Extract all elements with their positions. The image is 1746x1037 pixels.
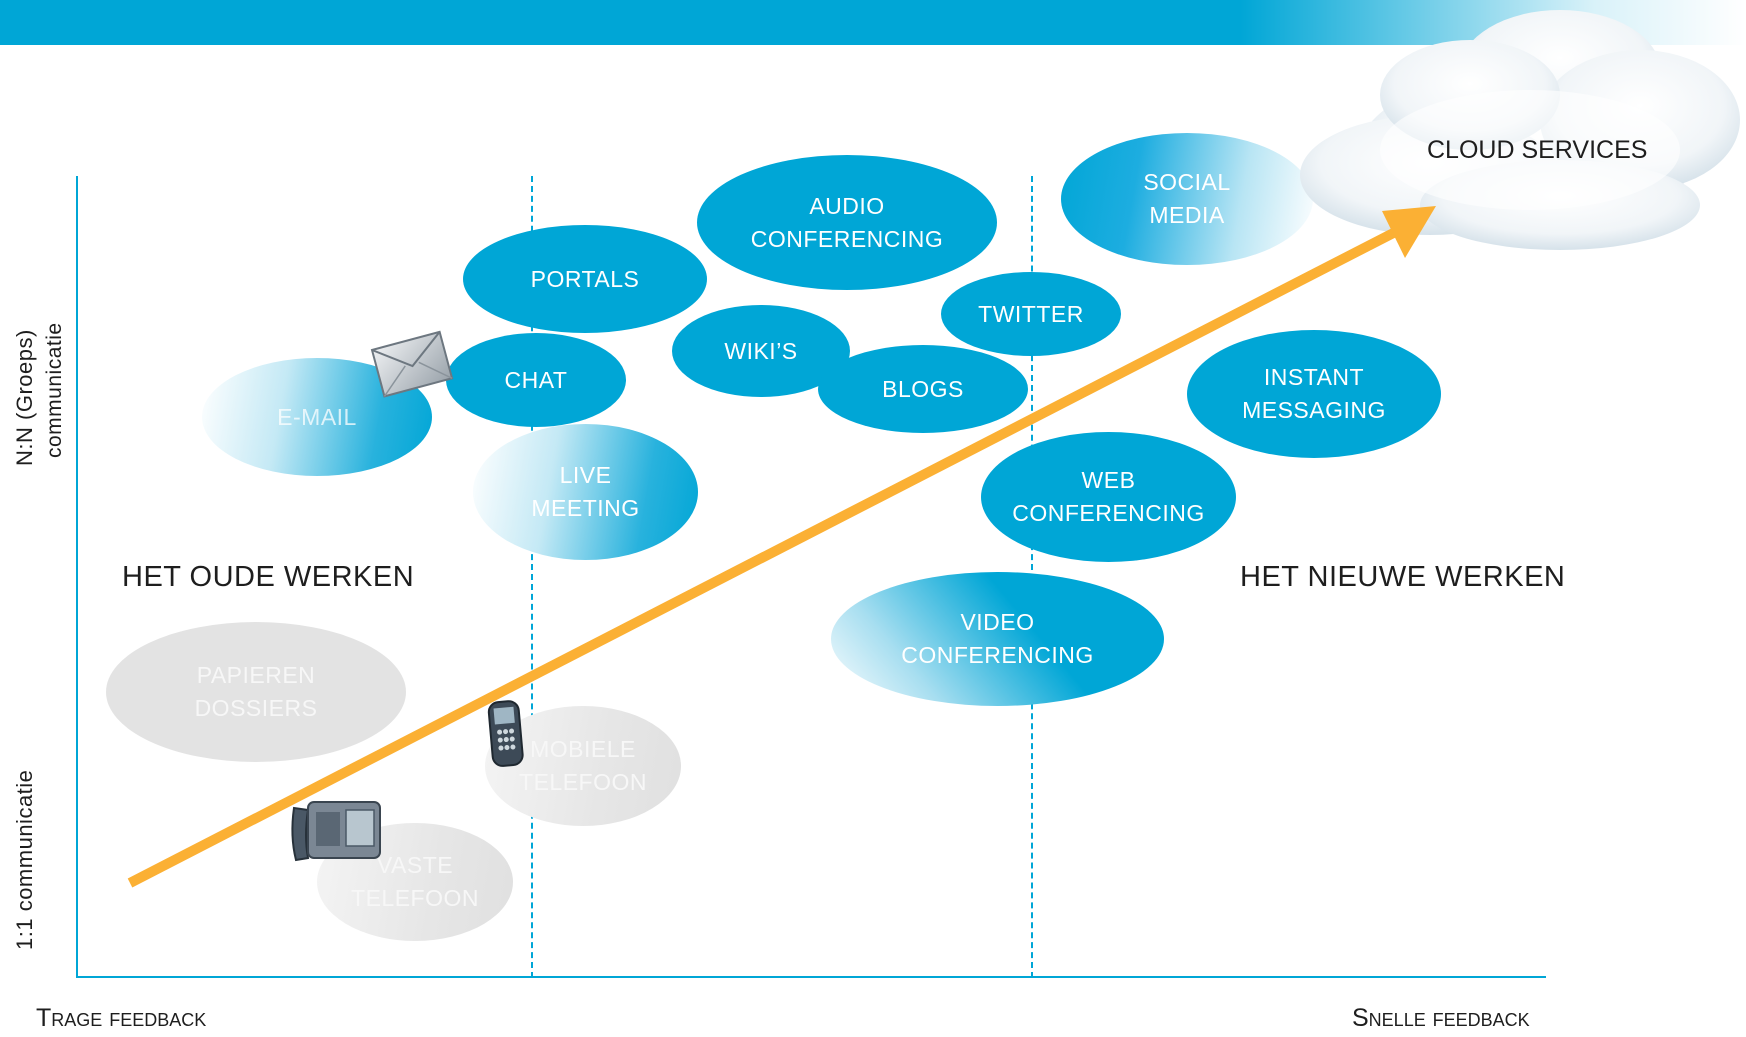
bubble-instant-line1: INSTANT [1263, 364, 1365, 390]
desk-phone-icon [291, 801, 381, 862]
bubble-web-line1: WEB [1081, 467, 1136, 493]
mobile-phone-icon [487, 700, 524, 767]
bubble-video-line1: VIDEO [960, 609, 1035, 635]
bubble-chat-text: CHAT [504, 366, 568, 393]
cloud-services-text: CLOUD SERVICES [1427, 136, 1648, 164]
bubble-mobiele-line1: MOBIELE [530, 736, 636, 762]
bubble-social-text: SOCIAL MEDIA [1143, 166, 1230, 232]
bubble-social-line1: SOCIAL [1143, 169, 1231, 195]
bubble-twitter-text: TWITTER [978, 300, 1084, 327]
bubble-twitter: TWITTER [941, 272, 1121, 356]
bubble-vaste-line2: TELEFOON [351, 885, 479, 911]
x-axis [76, 976, 1546, 978]
bubble-mobiele-text: MOBIELE TELEFOON [519, 733, 647, 799]
bubble-blogs: BLOGS [818, 345, 1028, 433]
bubble-chat: CHAT [446, 333, 626, 427]
bubble-wikis-text: WIKI’S [724, 337, 798, 364]
growth-arrow [127, 206, 1436, 888]
envelope-icon [370, 330, 454, 398]
x-axis-right-label: Snelle feedback [1352, 1004, 1530, 1032]
bubble-instant-messaging: INSTANT MESSAGING [1187, 330, 1441, 458]
bubble-email-text: E-MAIL [277, 403, 357, 430]
bubble-live-text: LIVE MEETING [531, 459, 639, 525]
bubble-audio-line2: CONFERENCING [750, 225, 944, 252]
bubble-papieren-text: PAPIEREN DOSSIERS [195, 659, 318, 725]
bubble-audio-conferencing: AUDIO CONFERENCING [697, 155, 997, 290]
bubble-live-line2: MEETING [531, 495, 640, 521]
y-axis [76, 176, 78, 978]
cloud-services-label: CLOUD SERVICES [1427, 136, 1647, 165]
bubble-vaste-line1: VASTE [376, 852, 454, 878]
divider-left [531, 176, 533, 978]
bubble-web-line2: CONFERENCING [1012, 500, 1205, 526]
bubble-instant-line2: MESSAGING [1242, 397, 1386, 423]
bubble-video-text: VIDEO CONFERENCING [901, 606, 1094, 672]
bubble-instant-text: INSTANT MESSAGING [1242, 361, 1386, 427]
x-axis-left-label: Trage feedback [36, 1004, 207, 1032]
bubble-live-line1: LIVE [559, 462, 612, 488]
cloud-icon [1300, 10, 1740, 250]
bubble-mobiele-line2: TELEFOON [519, 769, 647, 795]
bubble-video-conferencing: VIDEO CONFERENCING [831, 572, 1164, 706]
bubble-vaste-text: VASTE TELEFOON [351, 849, 479, 915]
bubble-web-text: WEB CONFERENCING [1012, 464, 1205, 530]
bubble-social-line2: MEDIA [1149, 202, 1225, 228]
bubble-portals: PORTALS [463, 225, 707, 333]
bubble-audio-line1: AUDIO [809, 192, 885, 219]
bubble-papieren-dossiers: PAPIEREN DOSSIERS [106, 622, 406, 762]
bubble-papieren-line2: DOSSIERS [194, 695, 318, 721]
bubble-video-line2: CONFERENCING [901, 642, 1094, 668]
region-new-label: HET NIEUWE WERKEN [1240, 561, 1566, 593]
bubble-audio-text: AUDIO CONFERENCING [751, 190, 944, 256]
bubble-social-media: SOCIAL MEDIA [1061, 133, 1313, 265]
bubble-blogs-text: BLOGS [882, 375, 964, 402]
bubble-live-meeting: LIVE MEETING [473, 424, 698, 560]
bubble-web-conferencing: WEB CONFERENCING [981, 432, 1236, 562]
bubble-papieren-line1: PAPIEREN [196, 662, 316, 688]
bubble-portals-text: PORTALS [530, 265, 640, 292]
region-old-label: HET OUDE WERKEN [122, 561, 415, 593]
